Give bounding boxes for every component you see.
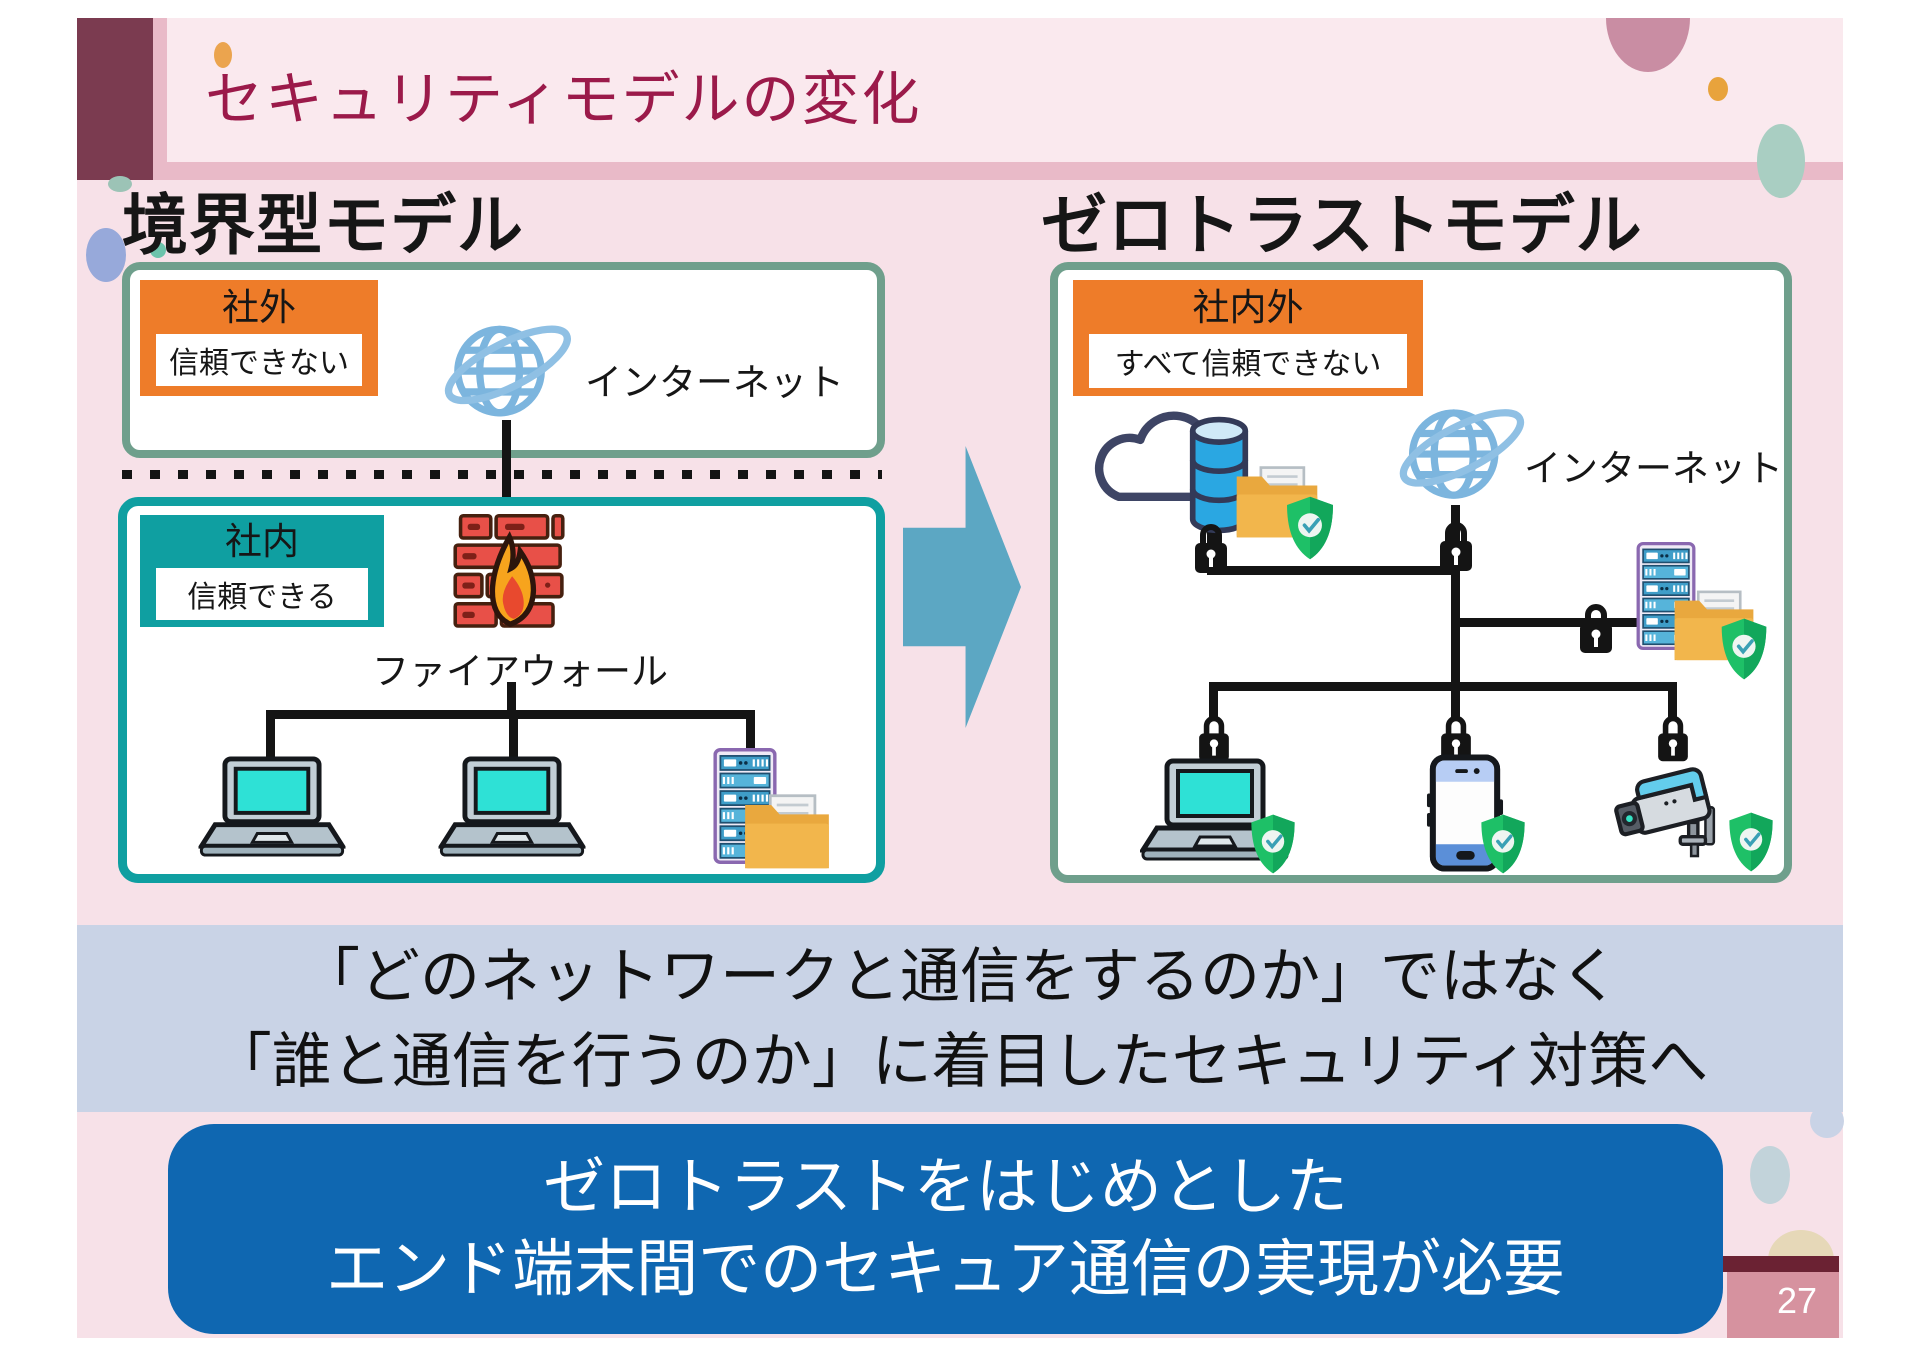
firewall-icon bbox=[453, 514, 565, 628]
folder-documents-icon bbox=[742, 792, 832, 872]
wire-drop-laptop1 bbox=[266, 710, 275, 760]
decor-dot-orange-title bbox=[214, 42, 232, 68]
shield-check-icon bbox=[1478, 812, 1528, 876]
wire-globe-down bbox=[1451, 505, 1460, 575]
zero-trust-zone-label-box: 社内外 すべて信頼できない bbox=[1073, 280, 1423, 396]
title-banner bbox=[167, 18, 1843, 162]
conclusion-line1: ゼロトラストをはじめとした bbox=[543, 1153, 1348, 1222]
outside-zone-label-box: 社外 信頼できない bbox=[140, 280, 378, 396]
shield-check-icon bbox=[1726, 810, 1776, 874]
security-camera-icon bbox=[1614, 767, 1716, 858]
lock-icon bbox=[1577, 600, 1615, 656]
zero-trust-zone-label: 社内外 bbox=[1192, 287, 1304, 328]
zero-trust-trust-label: すべて信頼できない bbox=[1089, 334, 1407, 388]
page-title: セキュリティモデルの変化 bbox=[205, 67, 922, 132]
outside-trust-label: 信頼できない bbox=[156, 334, 362, 386]
outside-zone-label: 社外 bbox=[222, 287, 296, 328]
lock-icon bbox=[1192, 520, 1230, 576]
smartphone-icon bbox=[1426, 754, 1504, 872]
inside-trust-label: 信頼できる bbox=[156, 568, 368, 620]
page-number-tab bbox=[1727, 1272, 1839, 1338]
internet-label-left: インターネット bbox=[585, 362, 844, 403]
page-number: 27 bbox=[1776, 1280, 1817, 1321]
firewall-label: ファイアウォール bbox=[372, 651, 668, 692]
internet-globe-icon bbox=[435, 296, 585, 442]
decor-ellipse-lavender bbox=[86, 228, 126, 282]
wire-firewall-down bbox=[507, 682, 516, 716]
title-accent-block bbox=[77, 18, 153, 180]
wire-drop-phone bbox=[1451, 682, 1460, 718]
summary-line2: 「誰と通信を行うのか」に着目したセキュリティ対策へ bbox=[211, 1027, 1709, 1095]
wire-drop-server bbox=[746, 710, 755, 754]
heading-zero-trust-model: ゼロトラストモデル bbox=[1041, 188, 1643, 262]
page-number-accent-bar bbox=[1723, 1256, 1839, 1272]
decor-dot-sage bbox=[108, 176, 132, 192]
decor-dot-orange-topright bbox=[1708, 77, 1728, 101]
shield-check-icon bbox=[1248, 812, 1298, 876]
perimeter-dotted-line bbox=[122, 470, 882, 479]
internet-globe-icon bbox=[1390, 380, 1538, 524]
wire-bottom-horizontal bbox=[1209, 682, 1677, 691]
decor-ellipse-teal-topright bbox=[1757, 124, 1805, 198]
wire-server-branch bbox=[1455, 618, 1640, 627]
inside-zone-label: 社内 bbox=[225, 521, 299, 562]
internet-label-right: インターネット bbox=[1524, 448, 1783, 489]
conclusion-line2: エンド端末間でのセキュア通信の実現が必要 bbox=[326, 1235, 1565, 1304]
wire-drop-laptop3 bbox=[1209, 682, 1218, 718]
summary-band: 「どのネットワークと通信をするのか」ではなく 「誰と通信を行うのか」に着目したセ… bbox=[77, 925, 1843, 1112]
decor-ellipse-blue-bottomright bbox=[1750, 1146, 1790, 1204]
decor-dot-teal-small bbox=[150, 242, 166, 258]
laptop-icon bbox=[198, 756, 346, 858]
lock-icon bbox=[1196, 712, 1232, 764]
laptop-icon bbox=[438, 756, 586, 858]
heading-perimeter-model: 境界型モデル bbox=[122, 188, 524, 262]
shield-check-icon bbox=[1718, 616, 1770, 682]
shield-check-icon bbox=[1284, 494, 1336, 562]
wire-center-vertical bbox=[1451, 566, 1460, 691]
wire-drop-laptop2 bbox=[509, 710, 518, 760]
summary-line1: 「どのネットワークと通信をするのか」ではなく bbox=[300, 942, 1620, 1010]
lock-icon bbox=[1437, 518, 1475, 574]
wire-top-horizontal bbox=[1207, 566, 1460, 575]
wire-drop-camera bbox=[1668, 682, 1677, 718]
inside-zone-label-box: 社内 信頼できる bbox=[140, 515, 384, 627]
conclusion-box: ゼロトラストをはじめとした エンド端末間でのセキュア通信の実現が必要 bbox=[168, 1124, 1723, 1334]
